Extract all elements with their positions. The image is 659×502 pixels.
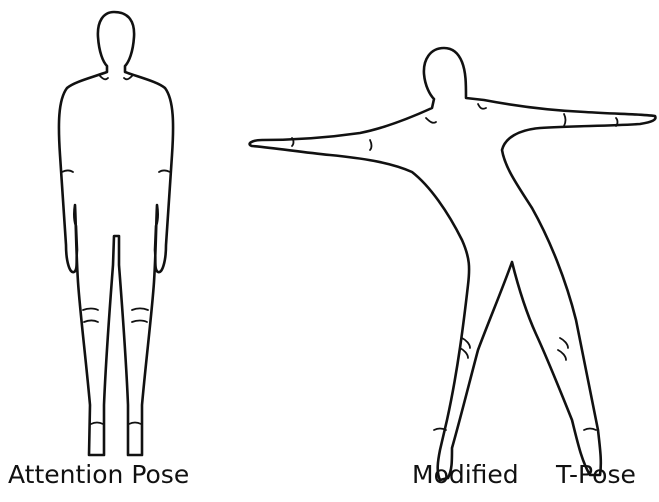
attention-knee-right-1: [132, 309, 148, 311]
attention-ankle-right: [129, 423, 141, 425]
caption-t-pose: T-Pose: [556, 462, 636, 487]
attention-collar-right: [124, 76, 132, 79]
attention-body-outline: [59, 12, 173, 455]
tpose-collar-right: [478, 104, 486, 109]
attention-collar-left: [100, 76, 108, 79]
attention-knee-right-2: [132, 321, 147, 323]
modified-t-pose-figure: [250, 48, 656, 480]
attention-elbow-left: [62, 171, 73, 173]
caption-attention-pose: Attention Pose: [8, 462, 189, 487]
attention-elbow-right: [159, 171, 170, 173]
caption-modified: Modified: [412, 462, 519, 487]
tpose-ankle-right: [584, 429, 596, 431]
attention-pose-figure: [59, 12, 173, 455]
tpose-knee-right-2: [558, 350, 566, 360]
tpose-knee-left-2: [460, 348, 468, 358]
tpose-collar-left: [426, 118, 436, 123]
tpose-knee-right-1: [560, 338, 568, 348]
tpose-elbow-left: [370, 140, 372, 150]
tpose-elbow-right: [564, 114, 566, 126]
tpose-wrist-right: [616, 118, 618, 126]
tpose-wrist-left: [292, 138, 294, 146]
tpose-ankle-left: [434, 429, 446, 431]
attention-knee-left-2: [84, 321, 98, 323]
tpose-body-outline: [250, 48, 656, 480]
attention-ankle-left: [91, 423, 103, 425]
tpose-knee-left-1: [462, 338, 470, 348]
attention-knee-left-1: [83, 309, 98, 311]
